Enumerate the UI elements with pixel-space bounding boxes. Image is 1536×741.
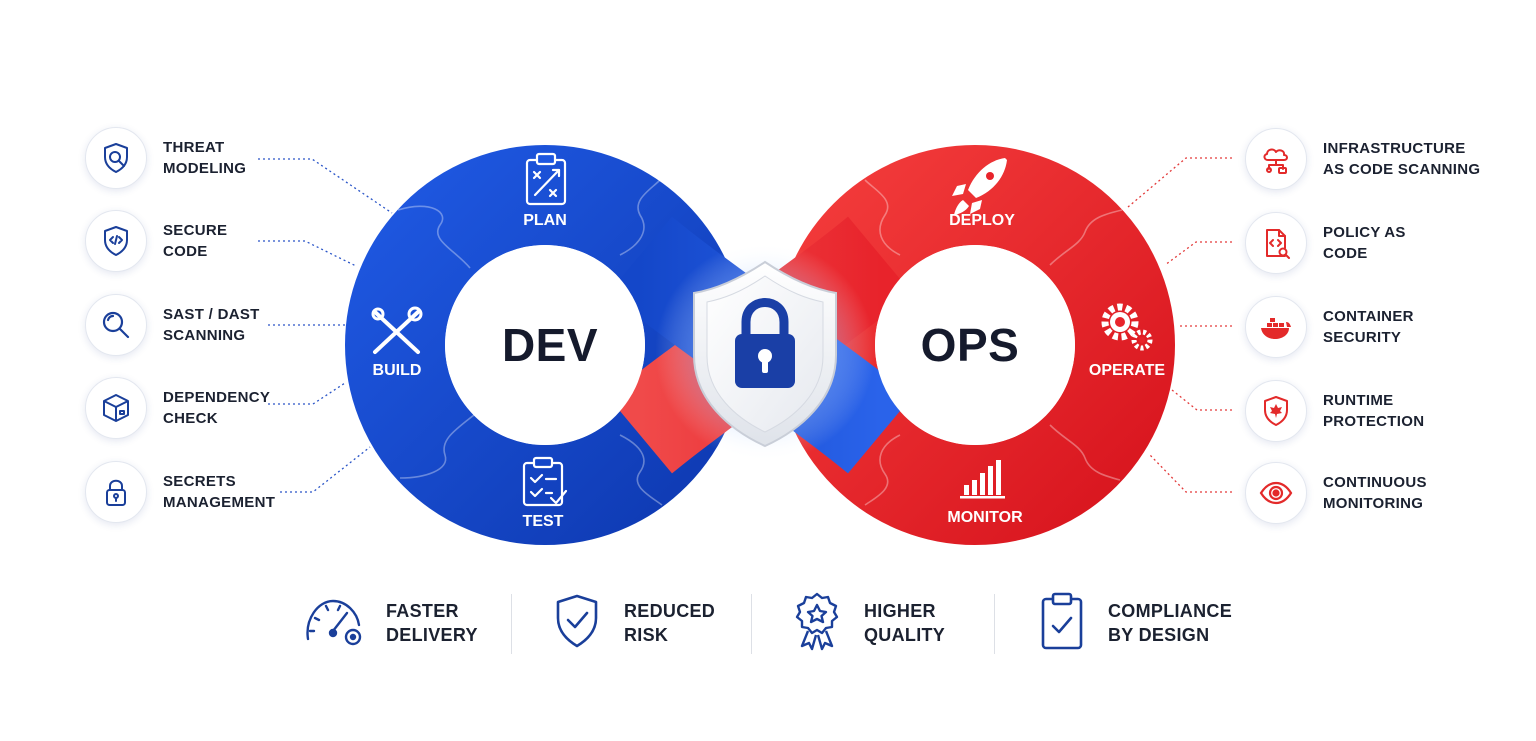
dev-practice-secrets-management: SECRETS MANAGEMENT	[85, 461, 275, 523]
stage-label-test: TEST	[522, 513, 564, 530]
segment-dividers	[397, 179, 1123, 506]
ops-practice-iac-scanning: INFRASTRUCTURE AS CODE SCANNING	[1245, 128, 1480, 190]
plan-icon	[525, 152, 567, 206]
deploy-icon	[952, 158, 1007, 215]
ops-title: OPS	[920, 319, 1020, 371]
shield-search-icon	[85, 127, 147, 189]
practice-label: SAST / DAST SCANNING	[163, 306, 260, 344]
stage-label-deploy: DEPLOY	[949, 212, 1015, 229]
benefit-label: COMPLIANCE BY DESIGN	[1108, 601, 1232, 645]
ops-practice-runtime-protection: RUNTIME PROTECTION	[1245, 380, 1424, 442]
dev-connectors	[258, 158, 393, 493]
container-ship-icon	[1245, 296, 1307, 358]
ops-practice-container-security: CONTAINER SECURITY	[1245, 296, 1414, 358]
benefit-label: HIGHER QUALITY	[864, 601, 946, 645]
code-document-icon	[1245, 212, 1307, 274]
connector-monitoring	[1149, 454, 1232, 493]
central-shield	[693, 260, 837, 448]
benefit-compliance-by-design: COMPLIANCE BY DESIGN	[1038, 588, 1232, 658]
shield-check-icon	[552, 592, 602, 655]
speedometer-icon	[302, 593, 364, 654]
benefit-divider	[511, 594, 512, 654]
practice-label: CONTINUOUS MONITORING	[1323, 474, 1427, 512]
benefit-label: REDUCED RISK	[624, 601, 716, 645]
central-padlock-icon	[735, 298, 795, 388]
stage-label-monitor: MONITOR	[947, 509, 1023, 526]
practice-label: INFRASTRUCTURE AS CODE SCANNING	[1323, 140, 1481, 178]
ops-connectors	[1127, 157, 1232, 493]
clipboard-check-icon	[1038, 590, 1086, 657]
connector-iac	[1127, 157, 1232, 208]
benefit-divider	[751, 594, 752, 654]
ops-practice-policy-as-code: POLICY AS CODE	[1245, 212, 1406, 274]
build-icon	[371, 306, 423, 354]
benefit-reduced-risk: REDUCED RISK	[552, 588, 715, 658]
practice-label: SECURE CODE	[163, 222, 228, 260]
connector-dependency	[268, 382, 346, 405]
test-icon	[522, 456, 568, 507]
eye-icon	[1245, 462, 1307, 524]
benefit-divider	[994, 594, 995, 654]
connector-policy	[1164, 241, 1232, 266]
stage-label-plan: PLAN	[523, 212, 567, 229]
magnifier-icon	[85, 294, 147, 356]
operate-gear-icon	[1101, 303, 1153, 351]
practice-label: DEPENDENCY CHECK	[163, 389, 271, 427]
dev-title: DEV	[501, 319, 599, 371]
connector-secure	[258, 240, 357, 267]
practice-label: THREAT MODELING	[163, 139, 247, 177]
benefit-label: FASTER DELIVERY	[386, 601, 478, 645]
practice-label: SECRETS MANAGEMENT	[163, 473, 276, 511]
benefit-faster-delivery: FASTER DELIVERY	[302, 588, 478, 658]
ops-center-disc	[875, 245, 1075, 445]
practice-label: CONTAINER SECURITY	[1323, 308, 1414, 346]
dev-center-disc	[445, 245, 645, 445]
practice-label: POLICY AS CODE	[1323, 224, 1406, 262]
shield-leaf-icon	[1245, 380, 1307, 442]
dev-practice-sast-dast: SAST / DAST SCANNING	[85, 294, 260, 356]
ops-practice-continuous-monitoring: CONTINUOUS MONITORING	[1245, 462, 1427, 524]
dev-practice-threat-modeling: THREAT MODELING	[85, 127, 246, 189]
cloud-network-icon	[1245, 128, 1307, 190]
stage-label-operate: OPERATE	[1088, 362, 1166, 379]
package-box-icon	[85, 377, 147, 439]
stage-label-build: BUILD	[372, 362, 422, 379]
padlock-icon	[85, 461, 147, 523]
practice-label: RUNTIME PROTECTION	[1323, 392, 1425, 430]
dev-practice-dependency-check: DEPENDENCY CHECK	[85, 377, 270, 439]
dev-practice-secure-code: SECURE CODE	[85, 210, 227, 272]
connector-threat	[258, 158, 393, 214]
connector-secrets	[280, 446, 371, 493]
award-badge-icon	[792, 591, 842, 656]
connector-runtime	[1171, 389, 1232, 411]
monitor-chart-icon	[960, 460, 1005, 499]
benefit-higher-quality: HIGHER QUALITY	[792, 588, 945, 658]
shield-code-icon	[85, 210, 147, 272]
